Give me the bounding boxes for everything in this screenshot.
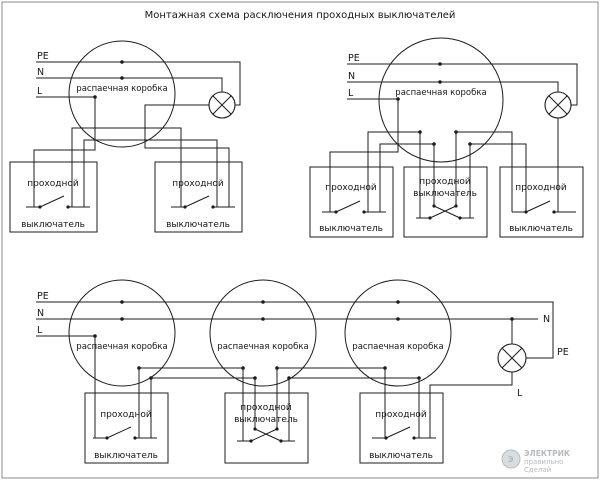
pe-label: PE <box>348 53 360 64</box>
junction-box-label: распаечная коробка <box>395 88 486 98</box>
junction-box-label: распаечная коробка <box>217 342 308 352</box>
switch-label-bottom: выключатель <box>369 451 433 461</box>
switch-symbol <box>512 200 576 214</box>
switch-label-top: проходной <box>515 183 567 193</box>
traveler-wires <box>138 367 513 441</box>
lamp-icon <box>208 91 236 119</box>
l-label: L <box>348 88 354 99</box>
watermark-logo-icon <box>501 449 521 469</box>
traveler-wires <box>71 104 230 207</box>
watermark-line1: ЭЛЕКТРИК <box>524 449 571 458</box>
diagram-two-switches: PE N L распаечная коробка проходной выкл… <box>9 40 243 233</box>
page-title: Монтажная схема расключения проходных вы… <box>145 10 456 21</box>
cross-switch-label-bottom: выключатель <box>234 415 298 425</box>
cross-switch-label-bottom: выключатель <box>413 189 477 199</box>
switch-box <box>84 392 169 464</box>
junction-box-circle <box>378 37 504 163</box>
pe-label-right: PE <box>557 347 569 358</box>
junction-box-circle <box>68 279 176 387</box>
lamp-icon <box>497 343 527 373</box>
pe-label: PE <box>37 291 49 302</box>
switch-box <box>224 392 309 464</box>
junction-dots <box>396 62 472 146</box>
cross-switch-symbol <box>416 204 474 220</box>
watermark: Э ЭЛЕКТРИК правильно Сделай <box>501 449 571 474</box>
pe-label: PE <box>37 51 49 62</box>
watermark-line2: правильно <box>524 458 563 466</box>
junction-box-label: распаечная коробка <box>352 342 443 352</box>
switch-box <box>9 161 98 233</box>
switch-label-top: проходной <box>375 410 427 420</box>
switch-box <box>499 166 584 238</box>
switch-label-bottom: выключатель <box>509 224 573 234</box>
n-label-right: N <box>543 314 550 325</box>
supply-wires <box>329 63 578 212</box>
switch-label-top: проходной <box>172 179 224 189</box>
switch-symbol <box>171 195 235 209</box>
junction-box-label: распаечная коробка <box>76 342 167 352</box>
junction-box-circle <box>344 279 452 387</box>
diagram-three-junction-boxes: PE N L N PE L распаечная коробка распаеч… <box>36 279 569 464</box>
junction-dots <box>93 60 124 99</box>
l-label: L <box>37 86 43 97</box>
switch-label-bottom: выключатель <box>319 224 383 234</box>
switch-box <box>309 166 394 238</box>
n-label: N <box>37 308 44 319</box>
switch-label-bottom: выключатель <box>166 220 230 230</box>
lamp-icon <box>544 91 572 119</box>
switch-label-bottom: выключатель <box>21 220 85 230</box>
cross-switch-label-top: проходной <box>419 177 471 187</box>
n-label: N <box>37 67 44 78</box>
switch-symbol <box>372 426 436 440</box>
n-label: N <box>348 71 355 82</box>
switch-label-top: проходной <box>100 410 152 420</box>
switch-box <box>154 161 243 233</box>
traveler-wires <box>367 118 559 218</box>
diagram-three-switches: PE N L распаечная коробка проходной выкл… <box>309 37 584 238</box>
junction-dots <box>93 300 514 380</box>
watermark-badge-letter: Э <box>508 455 514 464</box>
switch-box <box>403 166 488 238</box>
supply-wires <box>33 61 241 207</box>
switch-label-top: проходной <box>27 179 79 189</box>
switch-symbol <box>322 200 386 214</box>
cross-switch-symbol <box>237 427 295 443</box>
l-label-right: L <box>517 388 523 399</box>
junction-box-circle <box>68 40 176 148</box>
switch-box <box>359 392 444 464</box>
junction-box-label: распаечная коробка <box>76 84 167 94</box>
switch-symbol <box>26 195 90 209</box>
supply-wires <box>36 301 554 438</box>
switch-label-top: проходной <box>325 183 377 193</box>
junction-box-circle <box>209 279 317 387</box>
switch-symbol <box>93 426 157 440</box>
watermark-line3: Сделай <box>524 466 551 474</box>
cross-switch-label-top: проходной <box>240 403 292 413</box>
switch-label-bottom: выключатель <box>94 451 158 461</box>
l-label: L <box>37 325 43 336</box>
